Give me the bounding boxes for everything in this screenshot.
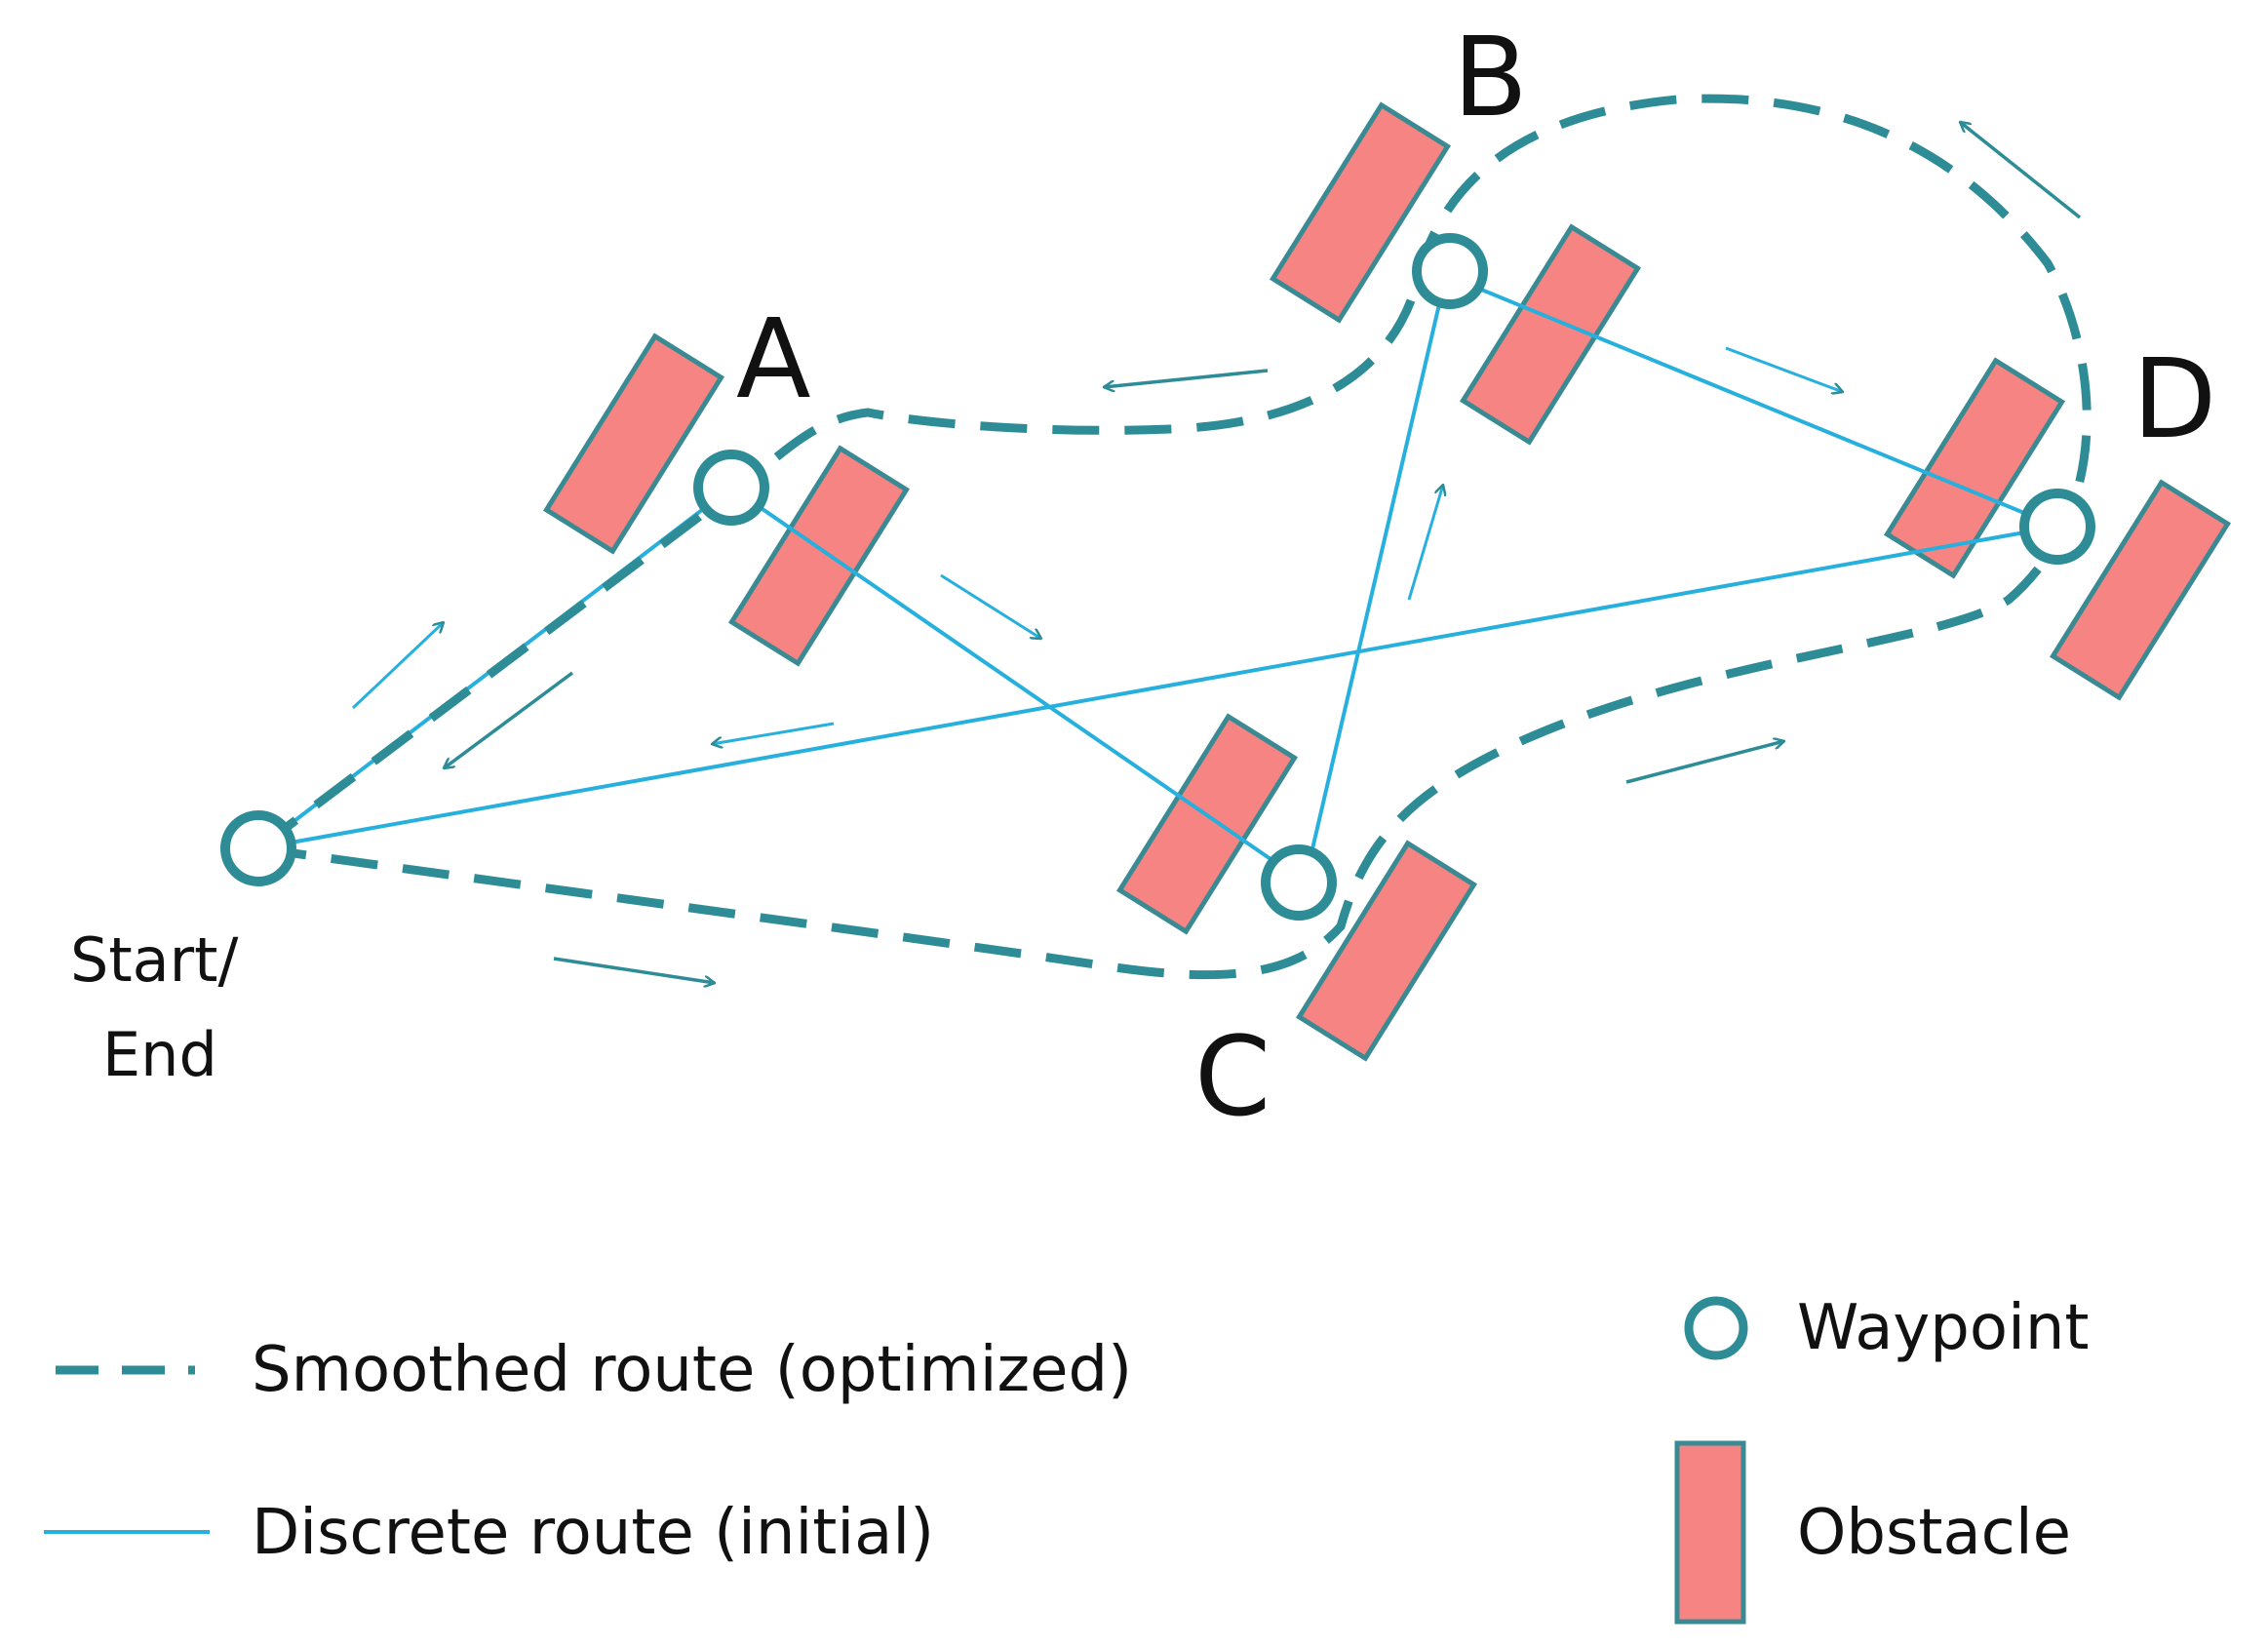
direction-arrow bbox=[1960, 122, 2082, 219]
legend-smoothed: Smoothed route (optimized) bbox=[56, 1334, 1132, 1406]
direction-arrow bbox=[712, 722, 835, 744]
obstacle bbox=[1459, 223, 1642, 446]
label-d: D bbox=[2132, 336, 2216, 463]
label-a: A bbox=[736, 296, 811, 423]
direction-arrow bbox=[351, 622, 444, 710]
direction-arrow bbox=[1625, 741, 1784, 784]
smoothed-route bbox=[255, 94, 2092, 980]
obstacles bbox=[542, 101, 2232, 1062]
waypoint-icon bbox=[1684, 1296, 1748, 1360]
obstacle bbox=[1115, 713, 1299, 935]
direction-arrow bbox=[1104, 369, 1269, 387]
label-start-line1: Start/ bbox=[70, 924, 238, 996]
legend: Smoothed route (optimized) Discrete rout… bbox=[44, 1292, 2090, 1625]
direction-arrow bbox=[1725, 346, 1843, 392]
discrete-direction-arrows bbox=[351, 346, 1843, 744]
waypoint-c bbox=[1261, 844, 1337, 921]
obstacle-icon bbox=[1674, 1440, 1746, 1625]
obstacle bbox=[1269, 101, 1452, 324]
legend-waypoint: Waypoint bbox=[1684, 1292, 2090, 1364]
waypoint-a bbox=[693, 450, 769, 526]
direction-arrow bbox=[1407, 485, 1443, 601]
legend-obstacle: Obstacle bbox=[1674, 1440, 2071, 1625]
direction-arrow bbox=[444, 671, 574, 768]
legend-waypoint-label: Waypoint bbox=[1797, 1292, 2090, 1364]
legend-discrete-label: Discrete route (initial) bbox=[252, 1497, 934, 1569]
discrete-route bbox=[256, 272, 2065, 886]
legend-smoothed-label: Smoothed route (optimized) bbox=[252, 1334, 1132, 1406]
label-start-line2: End bbox=[102, 1019, 217, 1090]
obstacle bbox=[542, 333, 725, 555]
label-b: B bbox=[1453, 15, 1528, 141]
smoothed-direction-arrows bbox=[444, 122, 2082, 983]
label-c: C bbox=[1194, 1014, 1271, 1141]
waypoints bbox=[220, 233, 2095, 921]
waypoint-start bbox=[220, 810, 296, 886]
obstacle bbox=[1883, 357, 2066, 579]
obstacle bbox=[1295, 840, 1478, 1062]
direction-arrow bbox=[940, 573, 1041, 639]
legend-obstacle-label: Obstacle bbox=[1797, 1497, 2071, 1569]
waypoint-d bbox=[2019, 489, 2095, 565]
legend-discrete: Discrete route (initial) bbox=[44, 1497, 934, 1569]
waypoint-b bbox=[1412, 233, 1488, 309]
obstacle bbox=[727, 445, 911, 667]
obstacle bbox=[2049, 479, 2232, 701]
direction-arrow bbox=[553, 957, 715, 983]
